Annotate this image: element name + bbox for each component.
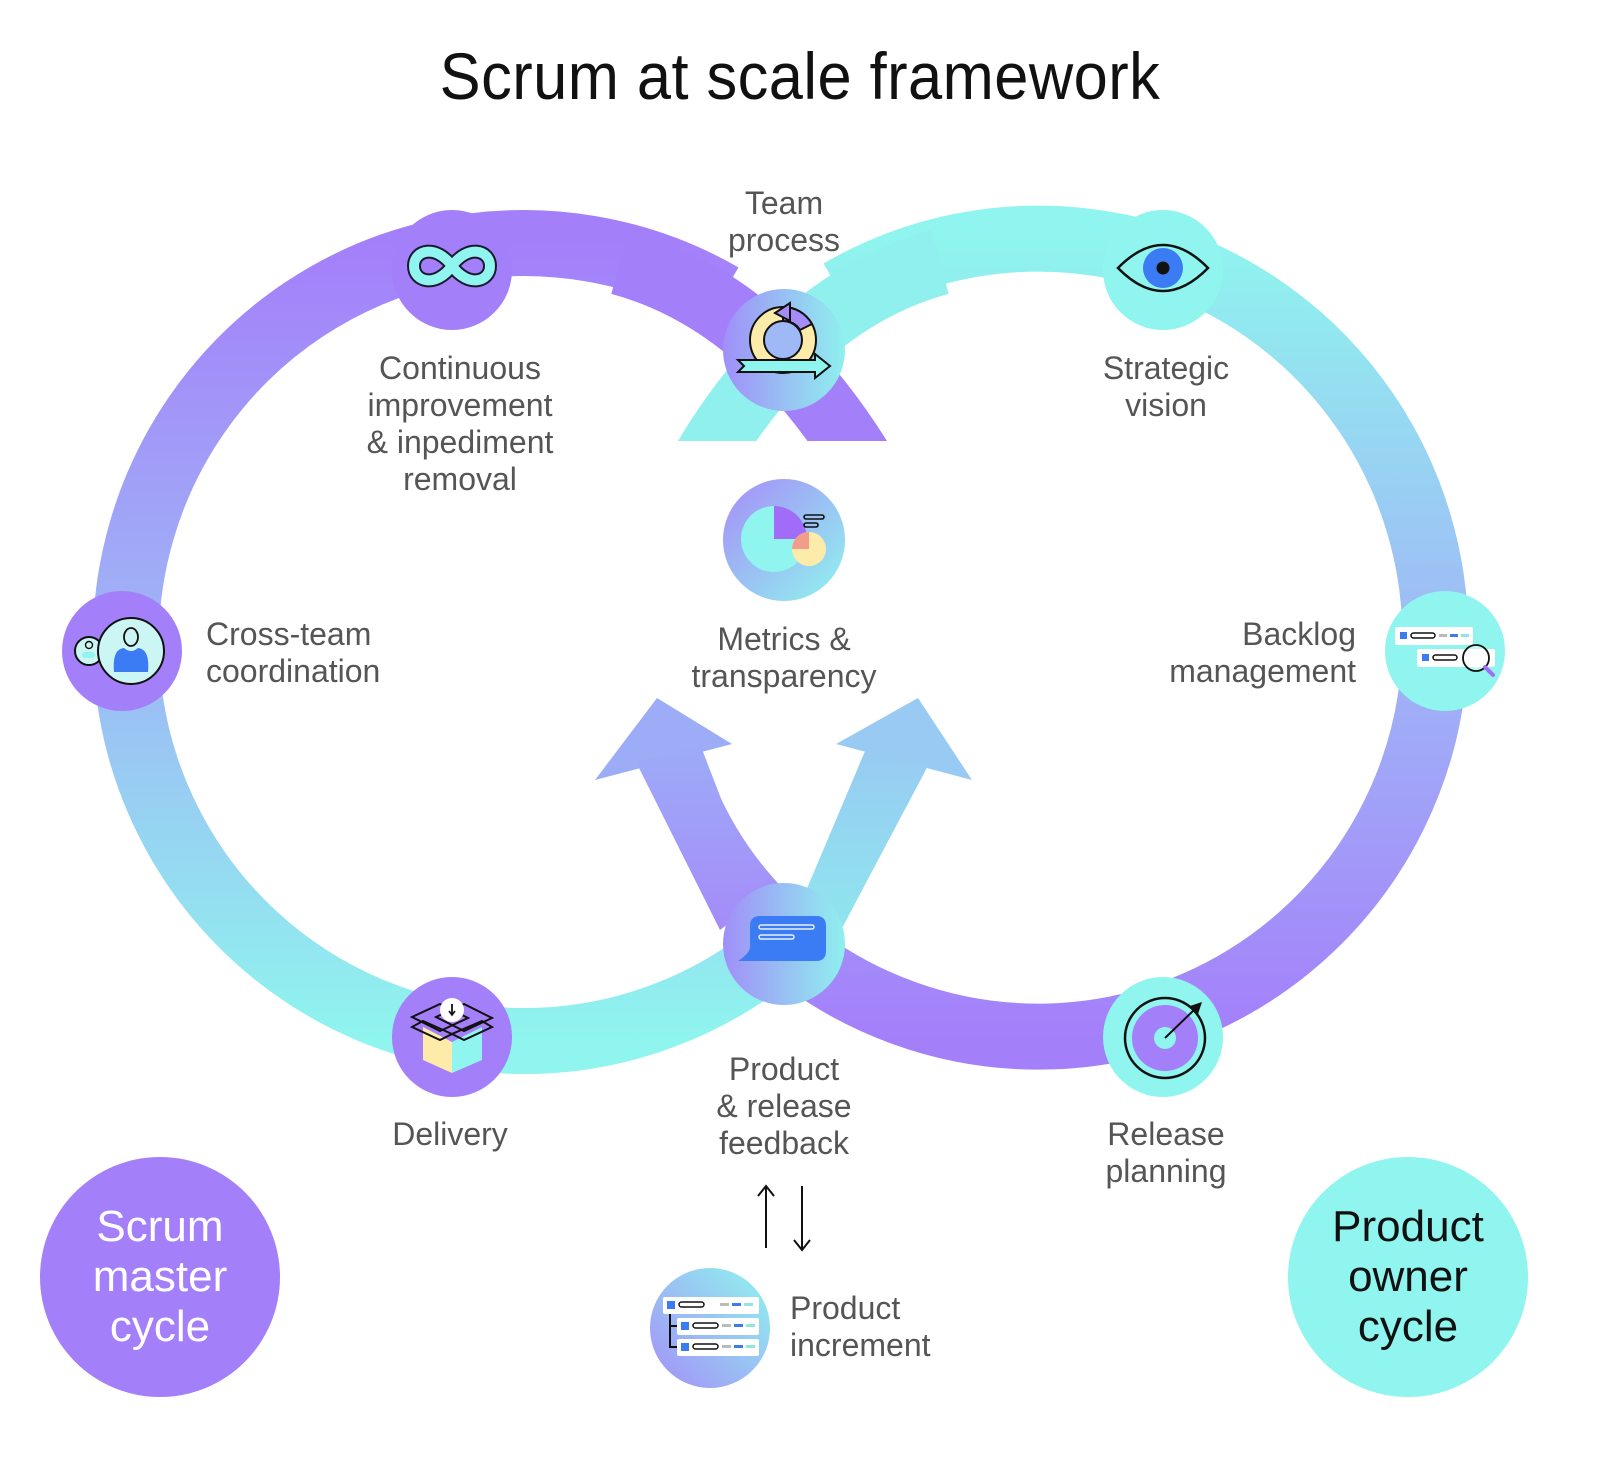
scrum-master-cycle-badge: Scrum master cycle — [40, 1157, 280, 1397]
label-strategic-vision: Strategic vision — [1102, 350, 1230, 423]
node-metrics — [723, 479, 845, 601]
node-backlog — [1385, 591, 1505, 711]
label-product-increment: Product increment — [790, 1290, 931, 1363]
node-delivery — [392, 977, 512, 1097]
label-team-process: Team process — [727, 185, 841, 258]
product-owner-cycle-label: Product owner cycle — [1332, 1202, 1484, 1351]
page-title: Scrum at scale framework — [439, 39, 1161, 113]
target-icon — [1123, 996, 1207, 1080]
label-release-planning: Release planning — [1105, 1116, 1227, 1189]
feedback-arrow-right — [800, 698, 972, 932]
down-arrow-icon — [793, 1186, 811, 1252]
label-backlog: Backlog management — [1169, 616, 1356, 689]
infinity-icon — [407, 244, 497, 288]
node-team-process — [723, 289, 845, 411]
node-continuous-improvement — [392, 210, 512, 330]
label-delivery: Delivery — [392, 1116, 508, 1152]
backlog-search-icon — [1395, 627, 1495, 677]
node-feedback — [723, 883, 845, 1005]
task-list-icon — [663, 1297, 759, 1356]
up-arrow-icon — [757, 1184, 775, 1248]
label-metrics: Metrics & transparency — [691, 621, 877, 694]
node-product-increment — [650, 1268, 770, 1388]
eye-icon — [1116, 243, 1210, 293]
scrum-master-cycle-label: Scrum master cycle — [92, 1202, 228, 1351]
label-cross-team: Cross-team coordination — [206, 616, 381, 689]
users-icon — [74, 617, 165, 685]
label-feedback: Product & release feedback — [716, 1051, 852, 1161]
feedback-arrow-left — [595, 698, 800, 930]
chat-bubble-icon — [738, 916, 826, 961]
node-cross-team — [62, 591, 182, 711]
scrum-cycle-arrow-icon — [735, 301, 832, 381]
product-owner-cycle-badge: Product owner cycle — [1288, 1157, 1528, 1397]
open-box-icon — [409, 998, 495, 1073]
node-release-planning — [1103, 977, 1223, 1097]
label-continuous-improvement: Continuous improvement & inpediment remo… — [366, 350, 554, 497]
node-strategic-vision — [1103, 210, 1223, 330]
pie-chart-icon — [741, 506, 826, 572]
